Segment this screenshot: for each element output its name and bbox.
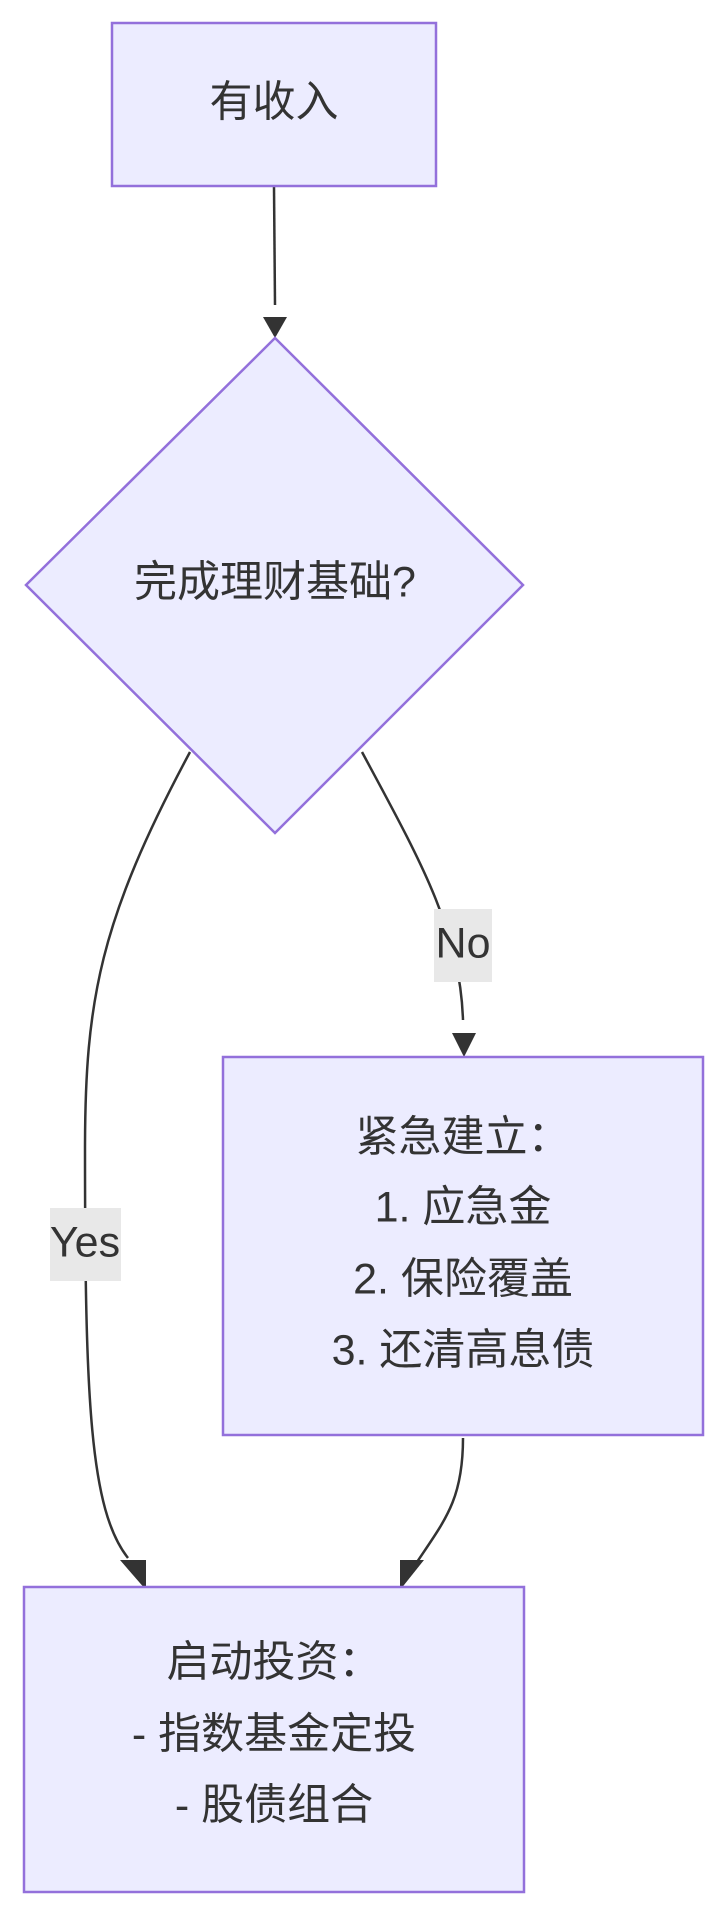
node-income-box bbox=[110, 21, 438, 188]
arrowhead-invest-right bbox=[400, 1560, 424, 1590]
node-invest-line-2: - 指数基金定投 bbox=[132, 1710, 416, 1758]
node-emergency-line-3: 2. 保险覆盖 bbox=[353, 1255, 573, 1303]
node-emergency-line-4: 3. 还清高息债 bbox=[332, 1326, 595, 1374]
edge-label-no: No bbox=[434, 909, 492, 982]
edge-label-yes: Yes bbox=[50, 1208, 121, 1281]
edge-income-to-decision bbox=[272, 186, 277, 306]
edge-label-no-text: No bbox=[436, 919, 491, 967]
node-invest-box bbox=[22, 1585, 526, 1894]
arrowhead-emergency bbox=[452, 1033, 476, 1057]
node-emergency: 紧急建立： 1. 应急金 2. 保险覆盖 3. 还清高息债 bbox=[221, 1055, 705, 1437]
node-income: 有收入 bbox=[110, 21, 438, 188]
node-emergency-line-2: 1. 应急金 bbox=[375, 1183, 552, 1231]
node-income-label: 有收入 bbox=[210, 78, 339, 126]
node-decision-diamond bbox=[24, 336, 525, 835]
node-invest: 启动投资： - 指数基金定投 - 股债组合 bbox=[22, 1585, 526, 1894]
node-decision-label: 完成理财基础? bbox=[134, 558, 416, 606]
edge-decision-yes-to-invest bbox=[83, 751, 192, 1559]
arrowhead-invest-left bbox=[120, 1560, 146, 1590]
node-emergency-box bbox=[221, 1055, 705, 1437]
edge-decision-no-to-emergency bbox=[360, 751, 465, 1021]
edges bbox=[83, 186, 476, 1590]
edge-emergency-to-invest bbox=[413, 1437, 465, 1566]
edge-label-yes-text: Yes bbox=[50, 1218, 120, 1266]
node-decision: 完成理财基础? bbox=[24, 336, 525, 835]
node-invest-line-1: 启动投资： bbox=[167, 1638, 382, 1686]
node-emergency-line-1: 紧急建立： bbox=[356, 1113, 571, 1161]
edge-label-no-bg bbox=[434, 909, 492, 982]
edge-label-yes-bg bbox=[50, 1208, 121, 1281]
arrowhead-decision bbox=[263, 317, 287, 338]
node-invest-line-3: - 股债组合 bbox=[175, 1781, 373, 1829]
